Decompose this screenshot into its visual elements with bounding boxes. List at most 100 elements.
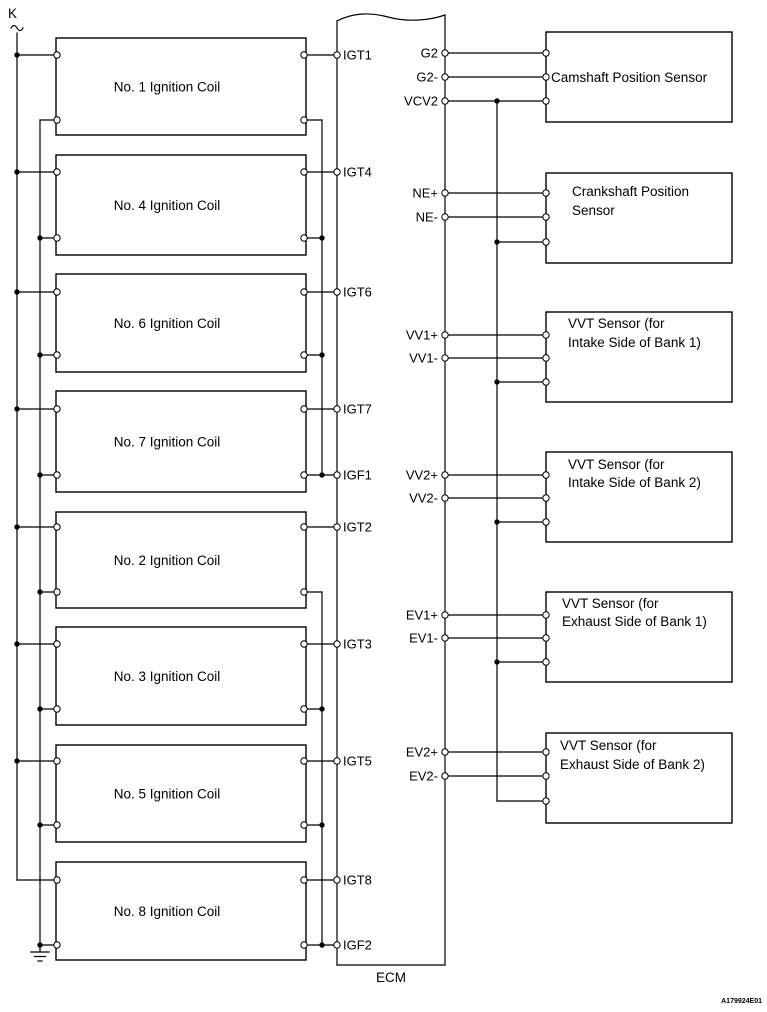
coil-terminal [300,757,308,765]
coil-terminal [300,821,308,829]
wire-break-mark [10,24,24,32]
sensor-box [545,591,733,683]
ecm-pin-label: G2- [416,70,438,85]
sensor-terminal [542,611,550,619]
sensor-label: VVT Sensor (for [560,738,657,753]
sensor-label: Exhaust Side of Bank 2) [560,757,705,772]
coil-terminal [300,116,308,124]
ecm-pin-label: VCV2 [404,94,438,109]
sensor-label: Camshaft Position Sensor [551,70,708,85]
ecm-pin-terminal [333,405,341,413]
ecm-pin-terminal [441,331,449,339]
coil-terminal [53,51,61,59]
sensor-label: Intake Side of Bank 2) [568,475,701,490]
ecm-pin-terminal [441,471,449,479]
ecm-pin-terminal [441,772,449,780]
ignition-coil-label: No. 5 Ignition Coil [114,787,221,802]
coil-terminal [53,471,61,479]
coil-terminal [53,941,61,949]
sensor-terminal [542,238,550,246]
coil-terminal [300,168,308,176]
igt-pin-label: IGT7 [343,402,372,417]
ecm-pin-label: VV1+ [406,328,438,343]
igt-pin-label: IGT2 [343,520,372,535]
coil-terminal [300,640,308,648]
ecm-pin-terminal [333,941,341,949]
coil-terminal [300,588,308,596]
coil-terminal [300,51,308,59]
ecm-pin-terminal [333,757,341,765]
wire-junction-dot [319,942,325,948]
ecm-pin-terminal [441,494,449,502]
sensor-label: Crankshaft Position [572,184,689,199]
ecm-pin-label: EV1- [409,631,438,646]
ecm-pin-terminal [333,288,341,296]
coil-terminal [300,471,308,479]
igt-pin-label: IGT3 [343,637,372,652]
sensor-terminal [542,797,550,805]
coil-terminal [53,705,61,713]
ecm-pin-terminal [441,354,449,362]
igf-pin-label: IGF2 [343,938,372,953]
ecm-pin-terminal [441,634,449,642]
ignition-coil-label: No. 1 Ignition Coil [114,80,221,95]
ignition-coil-label: No. 7 Ignition Coil [114,435,221,450]
sensor-box [545,451,733,543]
sensor-terminal [542,189,550,197]
ignition-coil-label: No. 4 Ignition Coil [114,198,221,213]
ecm-pin-label: VV1- [409,351,438,366]
ecm-outline [336,13,446,966]
ecm-pin-label: NE- [416,210,438,225]
sensor-terminal [542,378,550,386]
coil-terminal [53,168,61,176]
wire-junction-dot [37,822,43,828]
coil-terminal [300,876,308,884]
ecm-pin-label: EV2- [409,769,438,784]
ignition-coil-label: No. 6 Ignition Coil [114,316,221,331]
igt-pin-label: IGT8 [343,873,372,888]
sensor-terminal [542,634,550,642]
sensor-box [545,311,733,403]
wire-junction-dot [37,589,43,595]
ignition-coil-label: No. 2 Ignition Coil [114,553,221,568]
coil-terminal [53,821,61,829]
power-source-label: K [8,6,17,21]
sensor-terminal [542,494,550,502]
sensor-terminal [542,354,550,362]
ecm-pin-terminal [441,213,449,221]
ignition-coil-box [55,154,307,256]
coil-terminal [53,876,61,884]
coil-terminal [300,705,308,713]
coil-terminal [53,640,61,648]
ecm-pin-terminal [333,51,341,59]
ecm-pin-terminal [441,189,449,197]
coil-terminal [300,523,308,531]
coil-terminal [300,405,308,413]
ignition-coil-box [55,390,307,493]
coil-terminal [53,405,61,413]
ecm-pin-terminal [441,611,449,619]
ecm-pin-terminal [441,49,449,57]
wire-junction-dot [494,98,500,104]
ignition-coil-box [55,861,307,961]
sensor-terminal [542,49,550,57]
ecm-pin-terminal [441,73,449,81]
wire-junction-dot [37,472,43,478]
coil-terminal [53,588,61,596]
coil-terminal [53,234,61,242]
sensor-terminal [542,658,550,666]
ignition-coil-box [55,37,307,136]
ecm-pin-terminal [333,523,341,531]
sensor-terminal [542,97,550,105]
wire-junction-dot [37,942,43,948]
sensor-terminal [542,518,550,526]
wire-junction-dot [494,379,500,385]
wire-junction-dot [494,659,500,665]
coil-terminal [53,523,61,531]
igf-pin-label: IGF1 [343,468,372,483]
wire-junction-dot [319,822,325,828]
sensor-label: Intake Side of Bank 1) [568,335,701,350]
coil-terminal [53,351,61,359]
ground-symbol [30,951,50,962]
